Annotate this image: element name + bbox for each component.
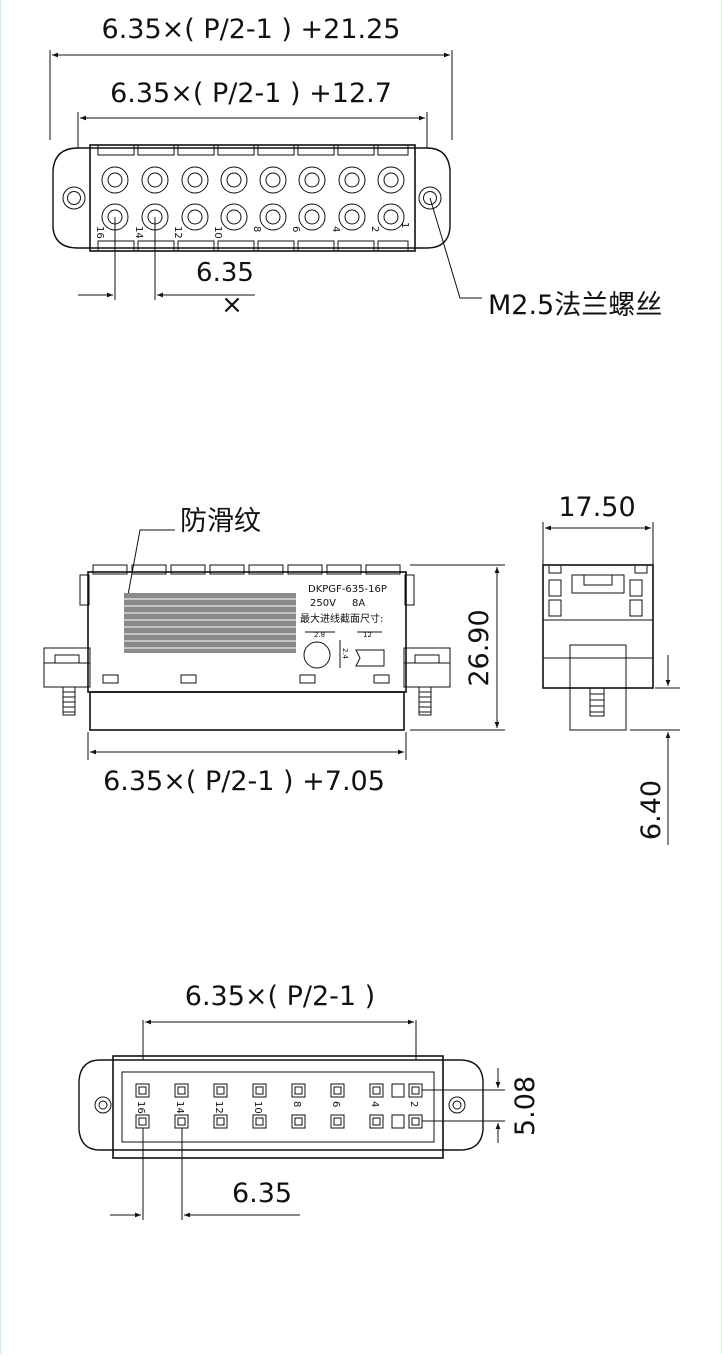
height-dimension: 26.90 xyxy=(464,609,495,686)
svg-text:16: 16 xyxy=(94,226,105,239)
bottom-view: 6.35×( P/2-1 ) xyxy=(78,981,541,1220)
right-flange-screw xyxy=(403,647,451,716)
svg-text:10: 10 xyxy=(252,1101,263,1114)
svg-text:1: 1 xyxy=(399,222,410,228)
left-flange-hole xyxy=(62,186,86,210)
svg-text:4: 4 xyxy=(330,226,341,232)
row-pitch-dimension: 5.08 xyxy=(510,1076,541,1136)
end-view: 17.50 6.40 xyxy=(542,492,680,845)
inner-width-dimension: 6.35×( P/2-1 ) +12.7 xyxy=(110,78,392,109)
svg-text:16: 16 xyxy=(135,1101,146,1114)
rated-current: 8A xyxy=(352,598,365,609)
svg-text:10: 10 xyxy=(212,226,223,239)
wire-dim-b: 2.4 xyxy=(341,648,349,660)
max-wire-section-label: 最大进线截面尺寸: xyxy=(300,612,383,625)
contact-openings xyxy=(101,166,405,231)
end-housing xyxy=(542,564,654,689)
bottom-right-hole xyxy=(448,1096,466,1114)
svg-text:12: 12 xyxy=(213,1101,224,1114)
overall-width-dimension: 6.35×( P/2-1 ) +21.25 xyxy=(102,14,401,45)
svg-text:2: 2 xyxy=(369,226,380,232)
bottom-pin-numbers: 16 14 12 10 8 6 4 2 xyxy=(135,1101,419,1114)
top-pitch-dimension: 6.35 xyxy=(196,258,254,288)
svg-text:8: 8 xyxy=(291,1101,302,1107)
svg-text:12: 12 xyxy=(172,226,183,239)
flange-screw-label: M2.5法兰螺丝 xyxy=(488,290,662,321)
pitch-multiplier-mark: × xyxy=(221,290,243,320)
side-view: 防滑纹 xyxy=(43,506,505,797)
side-width-dimension: 6.35×( P/2-1 ) +7.05 xyxy=(103,766,385,797)
wire-dim-c: 12 xyxy=(363,631,372,639)
top-pin-numbers: 16 14 12 10 8 6 4 2 1 xyxy=(94,222,410,239)
svg-text:2: 2 xyxy=(408,1101,419,1107)
svg-text:6: 6 xyxy=(290,226,301,232)
svg-text:6: 6 xyxy=(330,1101,341,1107)
svg-text:4: 4 xyxy=(369,1101,380,1107)
wire-dim-a: 2.8 xyxy=(314,631,325,639)
left-flange-screw xyxy=(43,647,91,716)
wire-round-gauge xyxy=(303,641,331,669)
svg-text:14: 14 xyxy=(133,226,144,239)
bottom-left-hole xyxy=(94,1096,112,1114)
svg-text:14: 14 xyxy=(174,1101,185,1114)
anti-slip-label: 防滑纹 xyxy=(180,506,261,537)
top-latch-row xyxy=(97,144,409,252)
bottom-pitch-dimension: 6.35 xyxy=(232,1178,292,1209)
bottom-width-dimension: 6.35×( P/2-1 ) xyxy=(185,981,375,1012)
depth-dimension: 17.50 xyxy=(558,492,635,523)
svg-text:8: 8 xyxy=(251,226,262,232)
anti-slip-hatch xyxy=(124,593,296,653)
right-flange-hole xyxy=(418,186,442,210)
wire-strip-gauge xyxy=(355,649,385,667)
pin-length-dimension: 6.40 xyxy=(636,780,667,840)
top-view: 6.35×( P/2-1 ) +21.25 6.35×( P/2-1 ) +12… xyxy=(49,14,662,321)
rated-voltage: 250V xyxy=(310,598,336,609)
part-number: DKPGF-635-16P xyxy=(308,584,387,595)
